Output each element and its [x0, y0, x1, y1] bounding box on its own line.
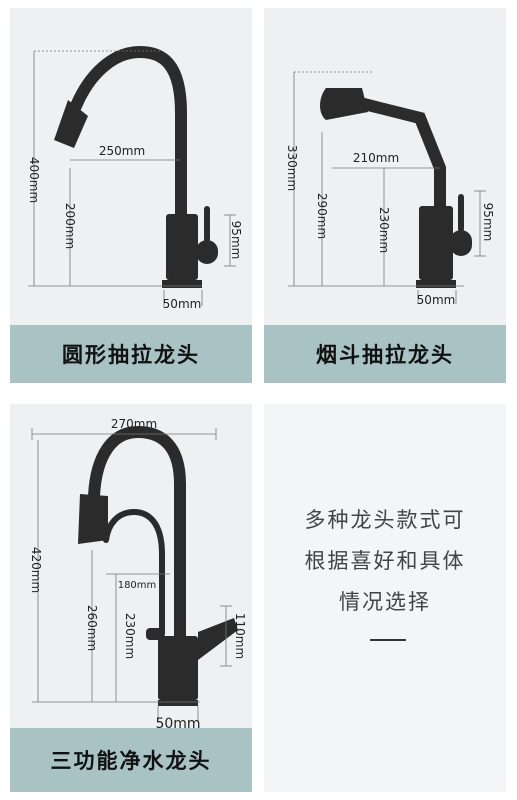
dim-clearance-label: 200mm [63, 203, 77, 249]
dim-base-label: 50mm [417, 293, 456, 307]
faucet-handle [196, 240, 218, 264]
spray-head [78, 494, 108, 544]
dim-spout-height-label: 290mm [315, 193, 329, 239]
dim-clearance-label: 260mm [85, 605, 99, 651]
product-panel-pipe-pullout: 330mm 210mm 290mm 230mm 95mm 50mm 烟斗抽拉龙头 [264, 8, 506, 383]
panel-caption: 圆形抽拉龙头 [10, 325, 252, 383]
faucet-base [416, 280, 456, 288]
faucet-handle [198, 618, 238, 660]
dim-reach-label: 250mm [99, 144, 145, 158]
handle-lever [146, 628, 162, 640]
dim-base-label: 50mm [163, 297, 202, 311]
spray-head [54, 100, 88, 148]
handle-lever [204, 206, 210, 242]
faucet-spout [88, 425, 186, 642]
faucet-base [162, 280, 202, 288]
info-line: 情况选择 [339, 590, 431, 614]
info-panel: 多种龙头款式可 根据喜好和具体 情况选择 [264, 404, 506, 792]
faucet-body [158, 636, 198, 700]
faucet-spout [70, 45, 187, 228]
panel-background [264, 8, 506, 383]
dim-handle-label: 110mm [233, 613, 247, 659]
info-line: 根据喜好和具体 [304, 549, 466, 573]
dim-height-label: 400mm [27, 157, 41, 203]
dim-clearance-label: 230mm [377, 207, 391, 253]
dim-filter-clearance-label: 230mm [123, 613, 137, 659]
info-line: 多种龙头款式可 [304, 508, 466, 532]
dim-handle-label: 95mm [481, 203, 495, 242]
dim-reach-label: 270mm [111, 417, 157, 431]
dim-height-label: 420mm [29, 547, 43, 593]
faucet-handle [450, 230, 472, 256]
product-panel-round-pullout: 400mm 250mm 200mm 95mm 50mm 圆形抽拉龙头 [10, 8, 252, 383]
panel-background [10, 404, 252, 792]
info-text: 多种龙头款式可 根据喜好和具体 情况选择 [264, 500, 506, 623]
handle-lever [458, 194, 464, 232]
faucet-diagram: 400mm 250mm 200mm 95mm 50mm [27, 45, 243, 311]
dim-filter-reach-label: 180mm [118, 580, 157, 591]
panel-background [10, 8, 252, 383]
faucet-spout [358, 98, 446, 219]
panel-caption: 烟斗抽拉龙头 [264, 325, 506, 383]
faucet-body [166, 214, 198, 280]
product-panel-three-function: 270mm 420mm 180mm 260mm 230mm 110mm 50mm… [10, 404, 252, 792]
dim-reach-label: 210mm [353, 151, 399, 165]
filter-spout [103, 508, 165, 637]
dim-height-label: 330mm [285, 145, 299, 191]
faucet-body [419, 206, 453, 280]
spray-head [320, 88, 368, 120]
faucet-base [158, 700, 198, 706]
panel-caption: 三功能净水龙头 [10, 728, 252, 792]
faucet-diagram: 330mm 210mm 290mm 230mm 95mm 50mm [285, 71, 495, 307]
dim-handle-label: 95mm [229, 221, 243, 260]
divider [370, 639, 406, 641]
